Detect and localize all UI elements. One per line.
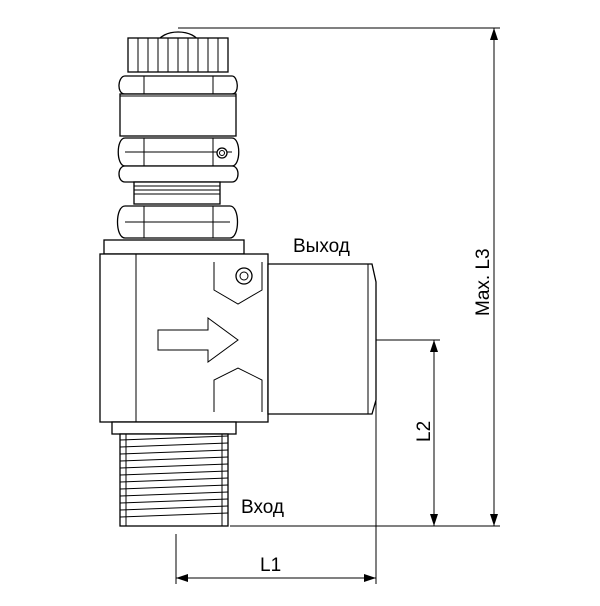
dimension-l1-label: L1 (260, 555, 281, 576)
inlet-label: Вход (241, 497, 284, 518)
dimension-l2-label: L2 (414, 421, 435, 442)
dimension-l3-label: Max. L3 (473, 248, 494, 316)
valve-body (99, 31, 377, 527)
outlet-label: Выход (293, 236, 350, 257)
dimension-lines (175, 27, 500, 584)
